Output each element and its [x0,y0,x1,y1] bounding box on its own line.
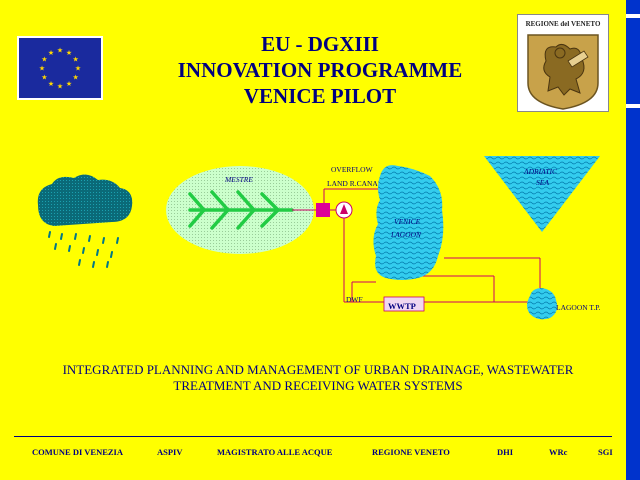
mestre-label: MESTRE [224,175,253,184]
drainage-diagram: MESTRE OVERFLOW LAND R.CANAL VENICE LAGO… [37,156,601,320]
overflow-label: OVERFLOW [331,165,374,174]
eu-flag-icon: ★★★★★★★★★★★★ [17,36,103,100]
partner-aspiv: ASPIV [157,447,183,457]
eu-star-icon: ★ [75,65,81,73]
partner-wrc: WRc [549,447,568,457]
wwtp-box [383,296,425,312]
title-line-2: INNOVATION PROGRAMME [177,58,463,82]
lagoon-tp-label: LAGOON T.P. [556,303,601,312]
eu-star-icon: ★ [41,74,47,82]
eu-star-icon: ★ [57,83,63,91]
project-description-line-1: INTEGRATED PLANNING AND MANAGEMENT OF UR… [62,362,574,377]
eu-star-icon: ★ [39,65,45,73]
wwtp-label: WWTP [388,301,416,311]
title-line-1: EU - DGXIII [261,32,379,56]
edge-strip [626,0,640,480]
rain-cloud-icon [37,174,133,226]
venice-label: VENICE [394,217,421,226]
venice-lagoon [373,165,444,280]
drainage-network [188,190,294,230]
regione-veneto-logo: REGIONE del VENETO [517,14,609,112]
partner-dhi: DHI [497,447,514,457]
partner-sgi: SGI [598,447,613,457]
adriatic-label: ADRIATIC [523,167,558,176]
eu-star-icon: ★ [72,56,78,64]
project-description: INTEGRATED PLANNING AND MANAGEMENT OF UR… [10,362,626,394]
eu-star-icon: ★ [57,47,63,55]
edge-tick [626,14,640,18]
land-canal-label: LAND R.CANAL [327,179,383,188]
eu-star-icon: ★ [72,74,78,82]
overflow-structure [316,203,330,217]
eu-star-icon: ★ [66,49,72,57]
rain-drops [48,231,119,268]
eu-star-icon: ★ [48,80,54,88]
adriatic-sea [484,156,600,232]
eu-star-icon: ★ [66,80,72,88]
lagoon-tp [527,288,558,320]
partner-regione-veneto: REGIONE VENETO [372,447,450,457]
edge-tick [626,104,640,108]
eu-star-icon: ★ [48,49,54,57]
slide: ★★★★★★★★★★★★ EU - DGXIII INNOVATION PROG… [0,0,626,480]
eu-star-icon: ★ [41,56,47,64]
footer-divider [14,436,612,437]
partner-comune-di-venezia: COMUNE DI VENEZIA [32,447,123,457]
title-line-3: VENICE PILOT [243,84,397,108]
project-description-line-2: TREATMENT AND RECEIVING WATER SYSTEMS [173,378,463,393]
sea-label: SEA [536,178,549,187]
lagoon-label: LAGOON [390,230,422,239]
dwf-label: DWF [346,295,363,304]
lion-of-saint-mark-icon [527,34,599,110]
regione-veneto-text: REGIONE del VENETO [525,20,601,28]
partner-magistrato-alle-acque: MAGISTRATO ALLE ACQUE [217,447,333,457]
